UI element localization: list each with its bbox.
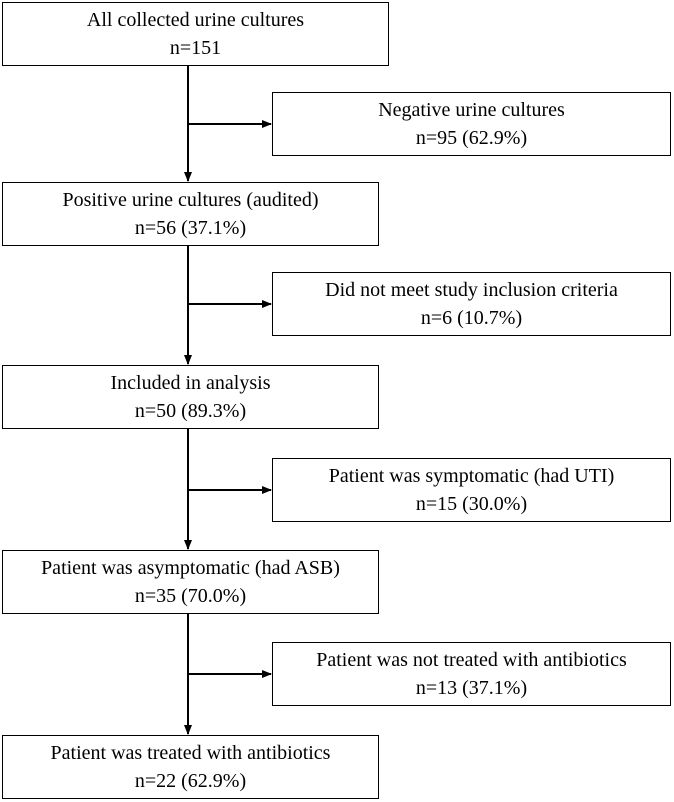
- box-count: n=151: [169, 37, 222, 59]
- box-count: n=50 (89.3%): [134, 400, 247, 422]
- box-label: Patient was treated with antibiotics: [50, 742, 331, 764]
- box-count: n=22 (62.9%): [134, 770, 247, 792]
- box-label: Patient was not treated with antibiotics: [316, 649, 627, 671]
- box-count: n=6 (10.7%): [420, 307, 523, 329]
- box-label: Patient was symptomatic (had UTI): [328, 465, 615, 487]
- box-included-in-analysis: Included in analysis n=50 (89.3%): [2, 365, 379, 429]
- box-asymptomatic-asb: Patient was asymptomatic (had ASB) n=35 …: [2, 550, 379, 614]
- box-symptomatic-uti: Patient was symptomatic (had UTI) n=15 (…: [272, 458, 671, 522]
- box-count: n=15 (30.0%): [415, 493, 528, 515]
- box-excluded-criteria: Did not meet study inclusion criteria n=…: [272, 272, 671, 336]
- box-negative-cultures: Negative urine cultures n=95 (62.9%): [272, 92, 671, 156]
- box-label: Patient was asymptomatic (had ASB): [41, 557, 340, 579]
- box-count: n=35 (70.0%): [134, 585, 247, 607]
- box-treated-with-antibiotics: Patient was treated with antibiotics n=2…: [2, 735, 379, 799]
- box-not-treated: Patient was not treated with antibiotics…: [272, 642, 671, 706]
- box-positive-cultures: Positive urine cultures (audited) n=56 (…: [2, 182, 379, 246]
- box-label: Included in analysis: [110, 372, 271, 394]
- box-label: Did not meet study inclusion criteria: [325, 279, 618, 301]
- box-label: Negative urine cultures: [378, 99, 565, 121]
- box-count: n=95 (62.9%): [415, 127, 528, 149]
- box-label: All collected urine cultures: [86, 9, 305, 31]
- box-label: Positive urine cultures (audited): [62, 189, 319, 211]
- box-count: n=13 (37.1%): [415, 677, 528, 699]
- box-all-collected-cultures: All collected urine cultures n=151: [2, 2, 389, 66]
- box-count: n=56 (37.1%): [134, 217, 247, 239]
